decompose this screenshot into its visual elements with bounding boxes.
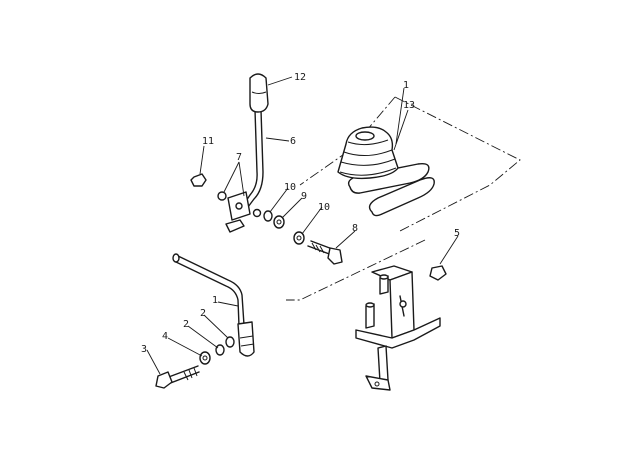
lower-hardware [155,336,235,389]
pivot-hardware [190,173,305,245]
callout-labels: 12 6 11 7 1 13 10 9 10 8 5 1 2 2 4 3 [141,72,460,355]
callout-7: 7 [236,152,242,163]
bolt-8 [307,240,343,265]
lower-shift-rod [172,253,255,357]
callout-8: 8 [352,223,358,234]
callout-12: 12 [294,72,306,83]
pivot-bracket [225,191,251,233]
callout-10-upper: 10 [284,182,296,193]
mounting-bracket [355,265,447,391]
floor-plate-outline [286,96,521,301]
shift-knob [249,73,269,113]
callout-9: 9 [301,191,307,202]
callout-11: 11 [202,136,214,147]
callout-6: 6 [290,136,296,147]
upper-shift-lever [243,109,264,208]
callout-3: 3 [141,344,147,355]
callout-5: 5 [454,228,460,239]
callout-10-lower: 10 [318,202,330,213]
callout-13: 13 [403,100,415,111]
callout-2-lower: 2 [183,319,189,330]
callout-1-frame: 1 [403,80,409,91]
callout-2-upper: 2 [200,308,206,319]
shift-boot [337,126,399,180]
callout-1-lever: 1 [212,295,218,306]
callout-4: 4 [162,331,168,342]
leader-lines [146,76,459,375]
